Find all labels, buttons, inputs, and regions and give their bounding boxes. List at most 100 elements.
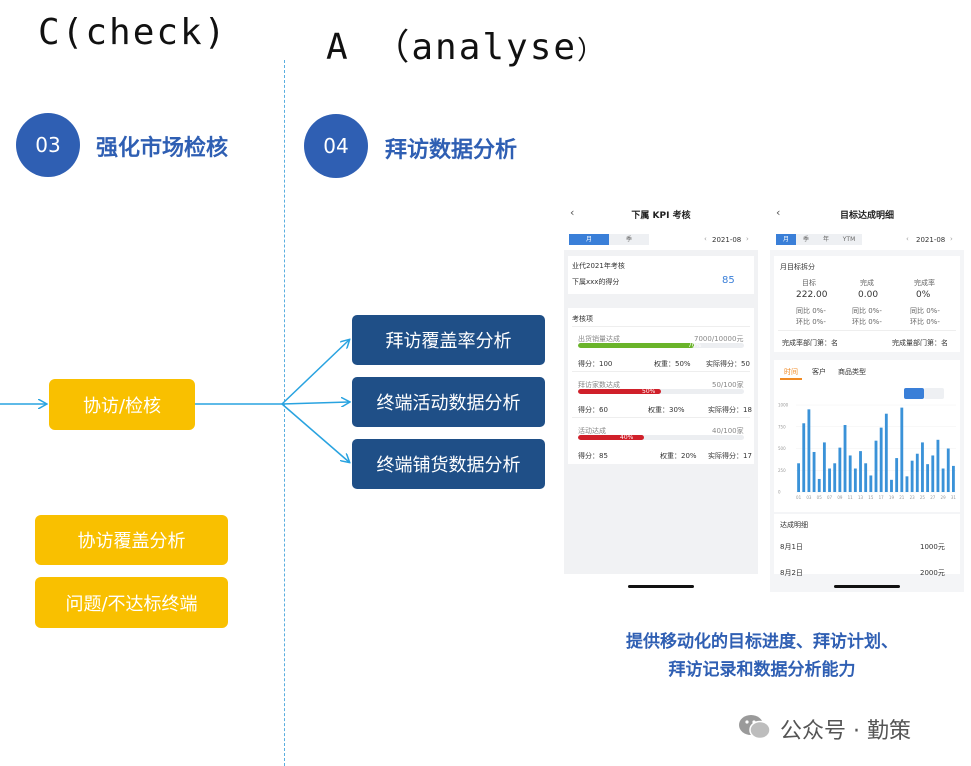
score-label: 下属xxx的得分 [572, 278, 620, 286]
chart-bar [859, 451, 862, 492]
target-title: 目标达成明细 [839, 211, 894, 221]
arrow-to-activity [281, 402, 349, 404]
detail-title: 达成明细 [780, 521, 808, 529]
chart-bar [884, 413, 888, 492]
col-value: 0% [916, 290, 931, 300]
next-period-icon[interactable]: › [746, 235, 749, 243]
rank-amount: 完成量部门第：名 [892, 339, 948, 347]
x-tick-label: 11 [848, 495, 854, 500]
y-tick-label: 500 [778, 446, 786, 451]
wechat-icon [738, 713, 772, 741]
chart-bar [915, 453, 919, 492]
flow-arrows [0, 0, 560, 500]
tab-quarter[interactable]: 季 [796, 234, 816, 245]
subtab-time[interactable]: 时间 [784, 368, 798, 376]
mom-text: 环比 0%- [852, 318, 882, 326]
kpi-period-bar: 月 季 ‹ 2021-08 › [564, 230, 758, 250]
target-detail-card: 达成明细 8月1日 1000元 8月2日 2000元 [774, 514, 960, 577]
chart-bar [812, 451, 816, 492]
check-heading: C(check) [38, 12, 228, 53]
subtab-customer[interactable]: 客户 [812, 368, 826, 376]
x-tick-label: 05 [817, 495, 823, 500]
terminal-distribution-box: 终端铺货数据分析 [352, 439, 545, 489]
tab-year[interactable]: 年 [816, 234, 836, 245]
chart-bar [874, 440, 878, 492]
kpi-item-fill [578, 343, 695, 348]
kpi-date[interactable]: 2021-08 [712, 236, 742, 244]
phone-target-screen: ‹ 目标达成明细 月 季 年 YTM ‹ 2021-08 › 月目标拆分 目标 … [770, 202, 964, 592]
kpi-item-pct: 40% [620, 434, 634, 441]
tab-month[interactable]: 月 [569, 234, 609, 245]
prev-period-icon[interactable]: ‹ [704, 235, 707, 243]
chart-bar [900, 407, 904, 492]
chart-bar [941, 468, 945, 492]
pie-chart-toggle-icon[interactable] [924, 388, 944, 399]
y-tick-label: 250 [778, 468, 786, 473]
split-title: 月目标拆分 [780, 263, 815, 271]
x-tick-label: 15 [868, 495, 874, 500]
target-split-card: 月目标拆分 目标 完成 完成率 222.00 0.00 0% 同比 0%- 同比… [774, 256, 960, 352]
mom-text: 环比 0%- [910, 318, 940, 326]
kpi-item-value: 40/100家 [712, 427, 744, 435]
home-indicator [628, 585, 694, 588]
assist-coverage-box: 协访覆盖分析 [35, 515, 228, 565]
arrow-to-coverage [281, 340, 349, 405]
chart-bar [797, 463, 800, 492]
kpi-item-pct: 70% [688, 342, 702, 349]
chart-bar [802, 423, 806, 492]
back-icon[interactable]: ‹ [776, 206, 781, 219]
mom-text: 环比 0%- [796, 318, 826, 326]
col-value: 222.00 [796, 290, 828, 300]
chart-bar [895, 458, 899, 492]
kpi-item-pct: 50% [642, 388, 656, 395]
kpi-item-weight: 权重：50% [654, 360, 691, 368]
subtab-product[interactable]: 商品类型 [838, 368, 866, 376]
col-value: 0.00 [858, 290, 879, 300]
kpi-item-fill [578, 389, 661, 394]
rank-rate: 完成率部门第：名 [782, 339, 838, 347]
kpi-item-real: 实际得分：50 [706, 360, 750, 368]
tab-ytm[interactable]: YTM [836, 234, 862, 245]
next-period-icon[interactable]: › [950, 235, 953, 243]
detail-row-amount: 2000元 [920, 569, 945, 577]
y-tick-label: 1000 [778, 403, 789, 408]
chart-bar [952, 465, 955, 492]
chart-bar [864, 463, 868, 492]
tab-quarter[interactable]: 季 [609, 234, 649, 245]
items-title: 考核项 [572, 315, 593, 323]
bar-chart-toggle-icon[interactable] [904, 388, 924, 399]
kpi-items-card: 考核项 出货销量达成 7000/10000元 70% 得分：100 权重：50%… [568, 308, 754, 464]
x-tick-label: 21 [899, 495, 905, 500]
kpi-score-card: 业代2021年考核 下属xxx的得分 85 [568, 256, 754, 294]
kpi-item-track [578, 389, 744, 394]
target-date[interactable]: 2021-08 [916, 236, 946, 244]
chart-bar [807, 409, 811, 492]
kpi-title: 下属 KPI 考核 [631, 211, 691, 221]
x-tick-label: 07 [827, 495, 833, 500]
caption-line-2: 拜访记录和数据分析能力 [668, 660, 856, 680]
y-tick-label: 0 [778, 490, 781, 495]
caption-line-1: 提供移动化的目标进度、拜访计划、 [626, 632, 898, 652]
col-header: 完成率 [914, 279, 935, 287]
col-header: 完成 [860, 279, 874, 287]
back-icon[interactable]: ‹ [570, 206, 575, 219]
phone-kpi-screen: ‹ 下属 KPI 考核 月 季 ‹ 2021-08 › 业代2021年考核 下属… [564, 202, 758, 592]
home-indicator [834, 585, 900, 588]
assist-check-box: 协访/检核 [49, 379, 195, 430]
section-number-03: 03 [16, 113, 80, 177]
chart-bar [879, 427, 883, 492]
tab-month[interactable]: 月 [776, 234, 796, 245]
detail-row-amount: 1000元 [920, 543, 945, 551]
chart-bar [936, 439, 940, 492]
kpi-item-value: 7000/10000元 [694, 335, 744, 343]
analyse-heading: A （analyse） [326, 18, 605, 70]
kpi-item-score: 得分：100 [578, 360, 613, 368]
x-tick-label: 17 [879, 495, 885, 500]
kpi-item-name: 出货销量达成 [578, 335, 620, 343]
prev-period-icon[interactable]: ‹ [906, 235, 909, 243]
kpi-item-real: 实际得分：17 [708, 452, 752, 460]
x-tick-label: 03 [806, 495, 812, 500]
section-label-03: 强化市场检核 [96, 136, 229, 161]
y-tick-label: 750 [778, 424, 786, 429]
